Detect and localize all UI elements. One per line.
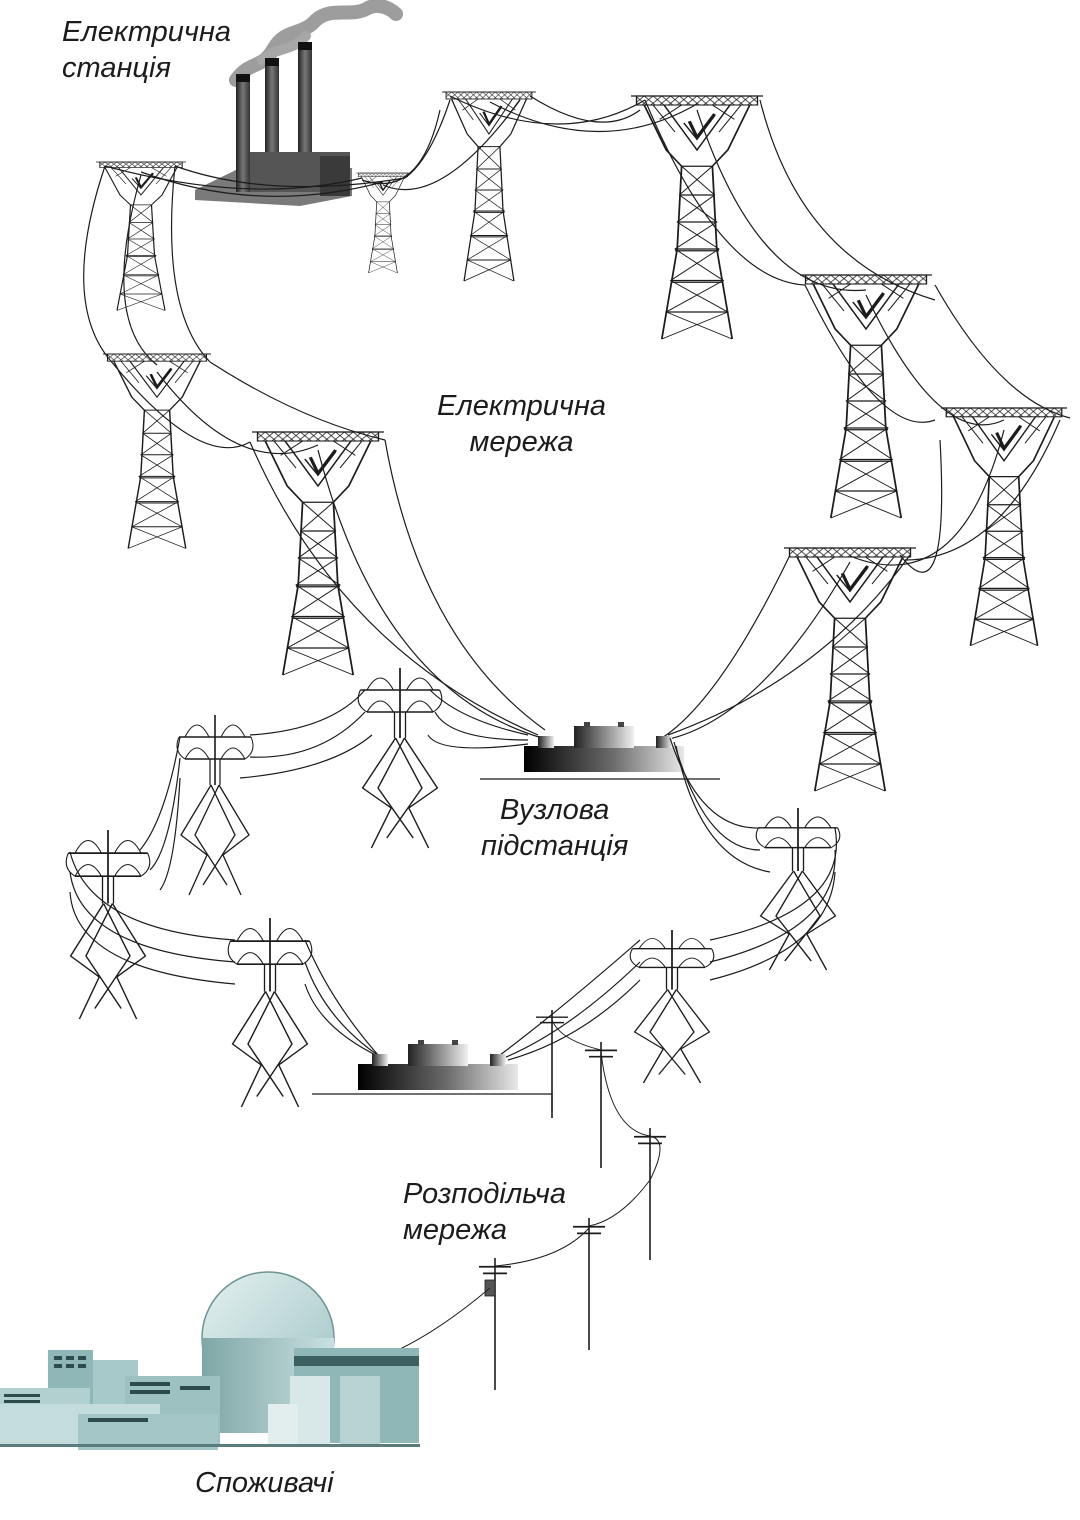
distribution-network	[397, 1009, 667, 1391]
distribution-network-label: Розподільча мережа	[403, 1176, 566, 1248]
hv-tower	[798, 273, 934, 520]
hv-tower	[94, 160, 188, 312]
electric-grid-label: Електрична мережа	[437, 388, 606, 460]
hv-tower	[101, 352, 213, 550]
mv-pylon	[755, 807, 841, 971]
node-substation	[480, 722, 720, 780]
hv-tower	[782, 546, 918, 793]
electric-grid-label-line2: мережа	[469, 426, 574, 458]
distribution-pole	[535, 1009, 569, 1119]
distribution-network-label-line1: Розподільча	[403, 1178, 567, 1210]
node-substation-label-line2: підстанція	[481, 830, 629, 862]
mv-pylon	[227, 917, 313, 1108]
node-substation-label: Вузлова підстанція	[481, 792, 628, 864]
consumers-buildings	[0, 1271, 419, 1450]
mv-pylon	[65, 829, 151, 1020]
hv-tower	[939, 406, 1069, 648]
mv-pylon	[629, 929, 715, 1084]
hv-tower	[250, 430, 386, 677]
distribution-network-label-line2: мережа	[403, 1214, 508, 1246]
mv-pylon	[357, 667, 443, 849]
electric-grid-label-line1: Електрична	[437, 390, 607, 422]
hv-tower	[355, 172, 411, 274]
hv-tower	[629, 94, 765, 341]
consumers-label: Споживачі	[195, 1467, 334, 1499]
distribution-pole	[584, 1041, 618, 1169]
distribution-pole	[478, 1257, 512, 1391]
power-station-label-line2: станція	[62, 52, 171, 84]
hv-lines	[83, 95, 1071, 741]
power-station-label: Електрична станція	[62, 14, 231, 86]
mv-lines	[69, 689, 837, 1061]
mv-pylon	[176, 714, 254, 896]
node-substation-label-line1: Вузлова	[499, 794, 610, 826]
distribution-substation	[312, 1040, 553, 1112]
power-station-label-line1: Електрична	[62, 16, 232, 48]
